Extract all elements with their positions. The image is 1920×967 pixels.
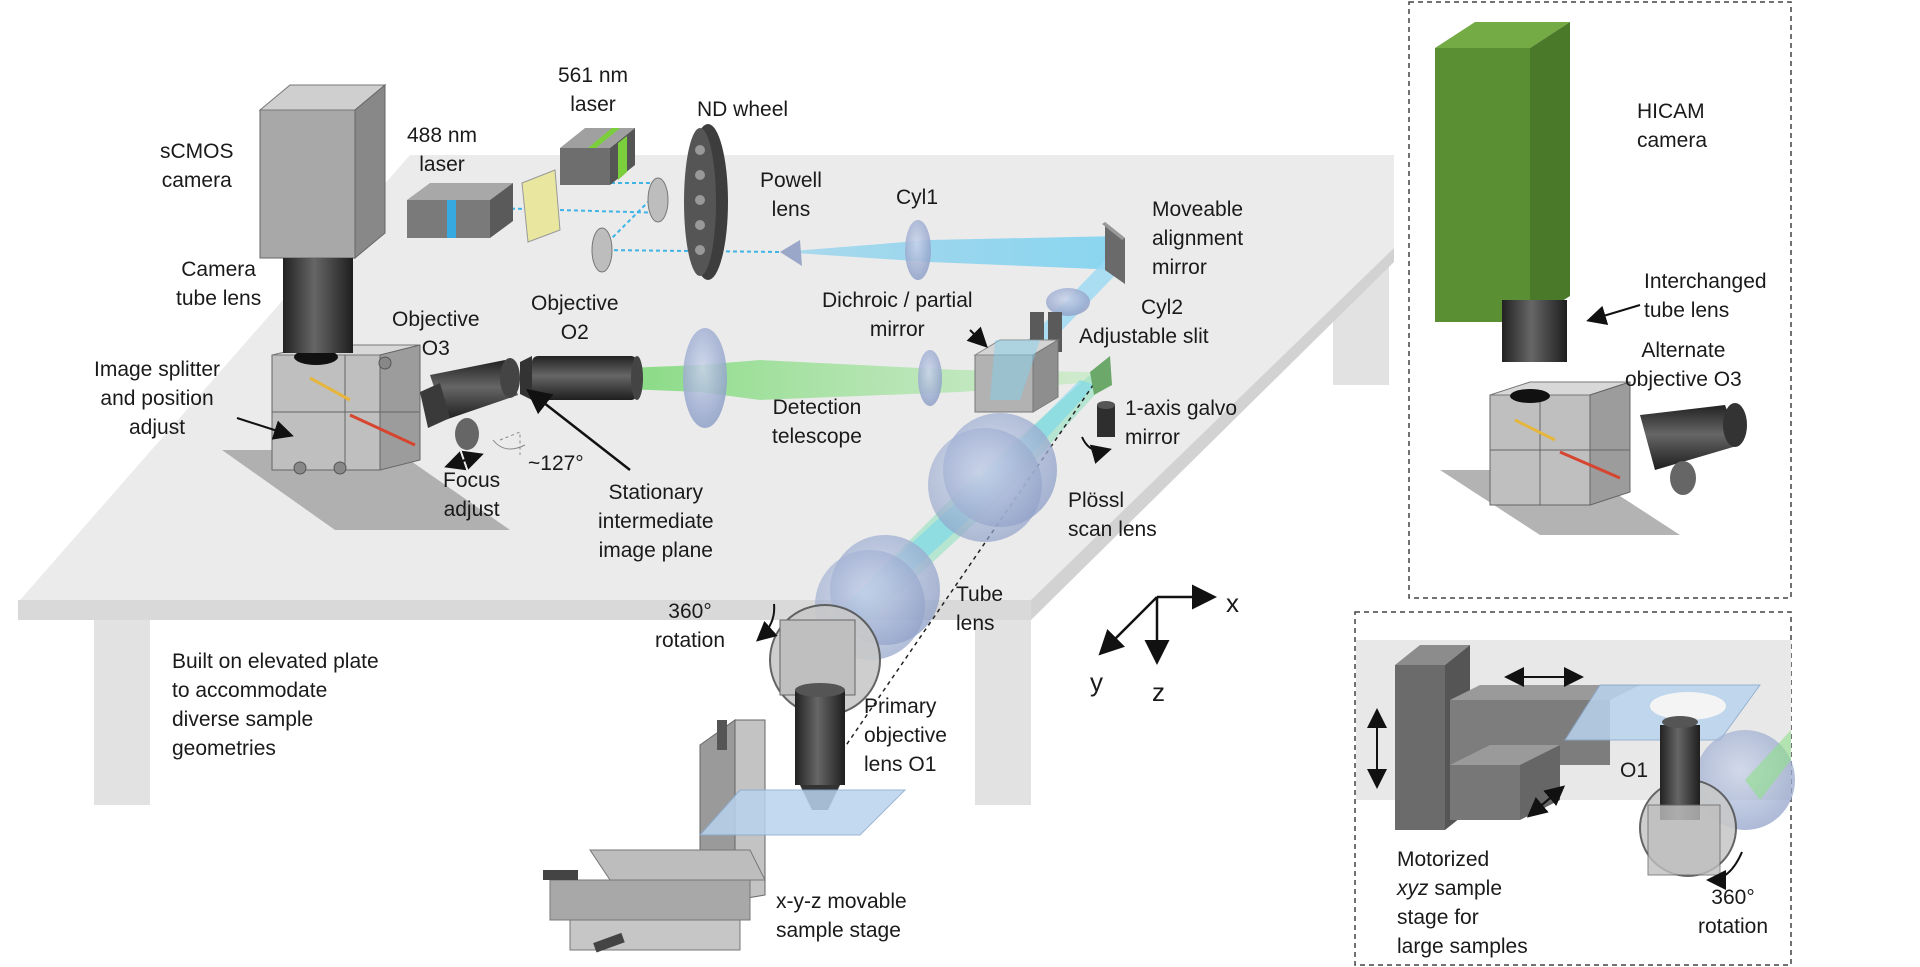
label-axis-y: y bbox=[1090, 667, 1103, 697]
scmos-camera bbox=[258, 83, 387, 353]
image-splitter bbox=[222, 344, 510, 530]
objective-o2 bbox=[520, 356, 643, 400]
objective-o3 bbox=[420, 358, 520, 450]
label-motorized-stage: Motorized xyz sample stage for large sam… bbox=[1397, 848, 1528, 958]
annotation-arrows bbox=[236, 326, 988, 471]
inset-motorized-stage bbox=[1354, 611, 1795, 966]
label-angle: ~127° bbox=[528, 452, 584, 475]
label-cyl1: Cyl1 bbox=[896, 186, 939, 209]
label-axis-z: z bbox=[1152, 677, 1165, 707]
moveable-alignment-mirror bbox=[1102, 222, 1125, 284]
cyl1-lens bbox=[905, 220, 931, 280]
label-nd-wheel: ND wheel bbox=[697, 98, 789, 121]
label-axis-x: x bbox=[1226, 588, 1239, 618]
steering-mirrors bbox=[591, 177, 669, 273]
xyz-axes bbox=[1098, 584, 1217, 665]
label-cyl2: Cyl2 bbox=[1141, 296, 1184, 319]
table-leg bbox=[94, 610, 150, 805]
label-adjustable-slit: Adjustable slit bbox=[1079, 325, 1209, 348]
label-o1-inset: O1 bbox=[1620, 759, 1649, 782]
laser-488 bbox=[407, 183, 513, 238]
powell-lens bbox=[780, 240, 802, 266]
inset-hicam bbox=[1408, 1, 1792, 599]
dichroic-cube bbox=[973, 339, 1060, 413]
dichroic-combiner bbox=[521, 169, 561, 243]
nd-wheel bbox=[684, 124, 728, 280]
label-rotation: 360°rotation bbox=[655, 600, 726, 652]
plossl-scan-lens bbox=[928, 413, 1057, 542]
cyl2-lens bbox=[1046, 288, 1090, 316]
detection-telescope bbox=[683, 328, 942, 428]
galvo-mirror bbox=[1081, 356, 1115, 464]
table-leg bbox=[975, 610, 1031, 805]
label-xyz-italic: xyz bbox=[1397, 877, 1429, 900]
laser-561 bbox=[560, 128, 635, 185]
label-rotation-inset: 360°rotation bbox=[1698, 886, 1769, 938]
sample-stage bbox=[543, 719, 907, 953]
